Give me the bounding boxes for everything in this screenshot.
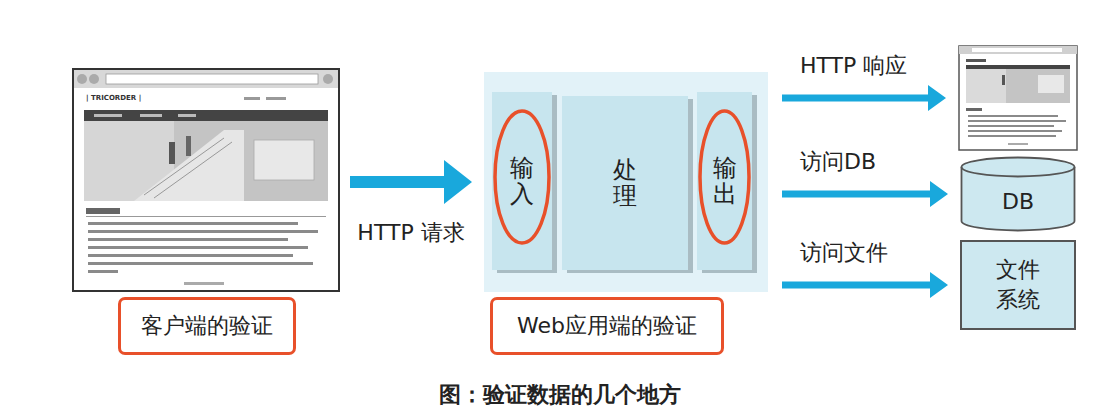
database-cylinder: DB — [960, 156, 1076, 232]
stage-column: 输入 — [492, 92, 552, 270]
stage-column: 输出 — [697, 92, 752, 270]
callout-box: Web应用端的验证 — [490, 297, 724, 355]
browser-screenshot: | TRICORDER | — [72, 68, 340, 292]
edge-label: HTTP 请求 — [357, 218, 464, 248]
node-label: 客户端的验证 — [141, 311, 273, 341]
browser-thumbnail-illustration — [958, 45, 1078, 151]
stage-column: 处理 — [562, 96, 688, 270]
stage-label: 处理 — [613, 157, 637, 210]
node-label: Web应用端的验证 — [517, 311, 697, 341]
flow-arrow — [782, 181, 948, 207]
flow-arrow — [782, 85, 946, 111]
browser-illustration — [74, 70, 338, 290]
flow-arrow — [350, 160, 472, 204]
browser-thumbnail — [958, 45, 1078, 151]
node-label: | TRICORDER | — [86, 94, 141, 102]
node-label: DB — [1002, 189, 1034, 214]
flow-arrow — [782, 272, 948, 298]
app-panel: 输入 处理 输出 — [484, 72, 768, 292]
node-label: 文件 系统 — [994, 255, 1042, 314]
callout-box: 客户端的验证 — [118, 297, 296, 355]
edge-label: 访问文件 — [800, 238, 888, 268]
file-system-box: 文件 系统 — [960, 240, 1076, 330]
figure-caption: 图：验证数据的几个地方 — [0, 380, 1120, 410]
stage-label: 输出 — [713, 155, 737, 208]
edge-label: 访问DB — [800, 147, 876, 177]
stage-label: 输入 — [510, 155, 534, 208]
edge-label: HTTP 响应 — [800, 51, 907, 81]
